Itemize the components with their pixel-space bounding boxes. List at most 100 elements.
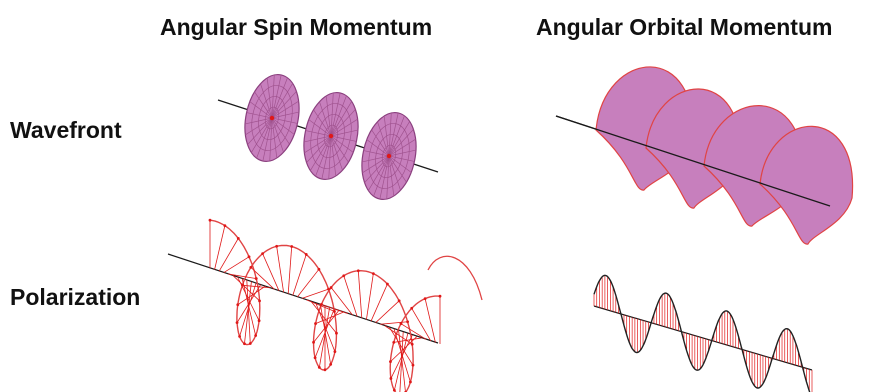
disc-spoke — [271, 77, 288, 119]
disc-spoke — [363, 150, 390, 157]
disc-spoke — [244, 117, 273, 125]
arrow-tip — [290, 245, 294, 248]
arrow-tip — [329, 286, 333, 289]
disc-spoke — [388, 155, 415, 162]
spin-polarization-arrow — [262, 253, 280, 291]
disc-spoke — [304, 135, 332, 154]
arrow-tip — [335, 331, 338, 335]
spin-wavefront-disc — [244, 74, 300, 162]
disc-spoke — [362, 155, 390, 174]
arrow-tip — [329, 362, 333, 366]
disc-spoke — [364, 155, 390, 183]
arrow-tip — [248, 342, 252, 345]
arrow-tip — [249, 265, 253, 269]
disc-spoke — [271, 117, 298, 124]
disc-spoke — [321, 135, 332, 180]
arrow-tip — [236, 236, 240, 240]
arrow-tip — [317, 366, 321, 369]
spin-polarization-arrow — [424, 298, 436, 343]
disc-spoke — [388, 138, 416, 157]
arrow-tip — [410, 342, 414, 346]
disc-spoke — [330, 93, 334, 137]
disc-spoke — [330, 101, 352, 137]
disc-center — [386, 153, 392, 159]
arrow-tip — [392, 388, 396, 392]
disc-spoke — [388, 155, 395, 197]
disc-spoke — [388, 155, 412, 173]
disc-spoke — [373, 155, 390, 197]
disc-spoke — [306, 135, 332, 163]
disc-spoke — [330, 92, 341, 137]
arrow-tip — [312, 340, 315, 344]
arrow-tip — [275, 244, 279, 248]
arrow-tip — [399, 322, 403, 326]
spin-polarization-arrow — [223, 256, 250, 273]
column-title-spin: Angular Spin Momentum — [160, 14, 433, 40]
spin-polarization-arrow — [250, 267, 275, 290]
spin-polarization-arrow — [411, 308, 432, 342]
arrow-tip — [235, 321, 239, 325]
disc-spoke — [271, 111, 300, 119]
spin-polarization-arrow — [239, 283, 257, 337]
disc-spoke — [315, 135, 332, 177]
arrow-tip — [411, 363, 415, 367]
spin-polarization-arrow — [214, 225, 226, 270]
disc-spoke — [247, 117, 273, 145]
disc-spoke — [271, 100, 299, 119]
disc-spoke — [386, 155, 390, 199]
arrow-tip — [247, 255, 251, 259]
disc-spoke — [330, 135, 354, 153]
disc-spoke — [388, 121, 410, 157]
disc-spoke — [313, 109, 332, 137]
arrow-tip — [389, 360, 392, 364]
orbital-wavefront-lobe — [759, 125, 854, 245]
spin-polarization-arrow — [310, 301, 337, 334]
spin-helix-tail — [427, 255, 483, 301]
arrow-tip — [371, 272, 375, 276]
arrow-tip — [342, 274, 346, 278]
column-title-orbital: Angular Orbital Momentum — [536, 14, 833, 40]
arrow-tip — [408, 380, 412, 384]
spin-polarization-arrow — [237, 285, 266, 306]
arrow-tip — [254, 277, 258, 280]
disc-spoke — [388, 149, 417, 157]
arrow-tip — [261, 252, 265, 256]
spin-polarization-arrow — [276, 246, 284, 293]
spin-polarization-arrow — [330, 287, 353, 316]
disc-spoke — [383, 115, 390, 157]
spin-polarization-arrow — [244, 281, 252, 344]
disc-spoke — [271, 75, 275, 119]
orbital-axis-overlay — [555, 115, 831, 207]
disc-center — [328, 133, 334, 139]
arrow-tip — [333, 350, 337, 354]
spin-polarization-arrow — [366, 273, 374, 320]
arrow-tip — [240, 283, 244, 287]
disc-spoke — [368, 155, 390, 191]
spin-polarization-arrow — [232, 275, 260, 302]
disc-spoke — [377, 121, 390, 157]
spin-polarization-arrow — [297, 269, 320, 298]
spin-polarization-arrow — [236, 284, 261, 323]
spin-polarization-arrow — [246, 280, 251, 344]
disc-spoke — [254, 91, 273, 119]
arrow-tip — [313, 356, 317, 360]
spin-polarization-arrow — [242, 284, 270, 289]
arrow-tip — [423, 297, 427, 300]
disc-spoke — [388, 112, 399, 157]
disc-spoke — [271, 117, 284, 153]
disc-spoke — [251, 117, 273, 153]
spin-polarization-arrow — [370, 283, 388, 322]
disc-spoke — [310, 135, 332, 171]
arrow-tip — [327, 287, 330, 291]
disc-spoke — [388, 155, 407, 183]
spin-polarization-arrow — [321, 303, 349, 314]
disc-spoke — [388, 129, 414, 157]
disc-spoke — [271, 117, 295, 135]
disc-spoke — [271, 91, 297, 119]
arrow-tip — [243, 342, 246, 346]
arrow-tip — [238, 334, 242, 338]
disc-spoke — [319, 101, 332, 137]
